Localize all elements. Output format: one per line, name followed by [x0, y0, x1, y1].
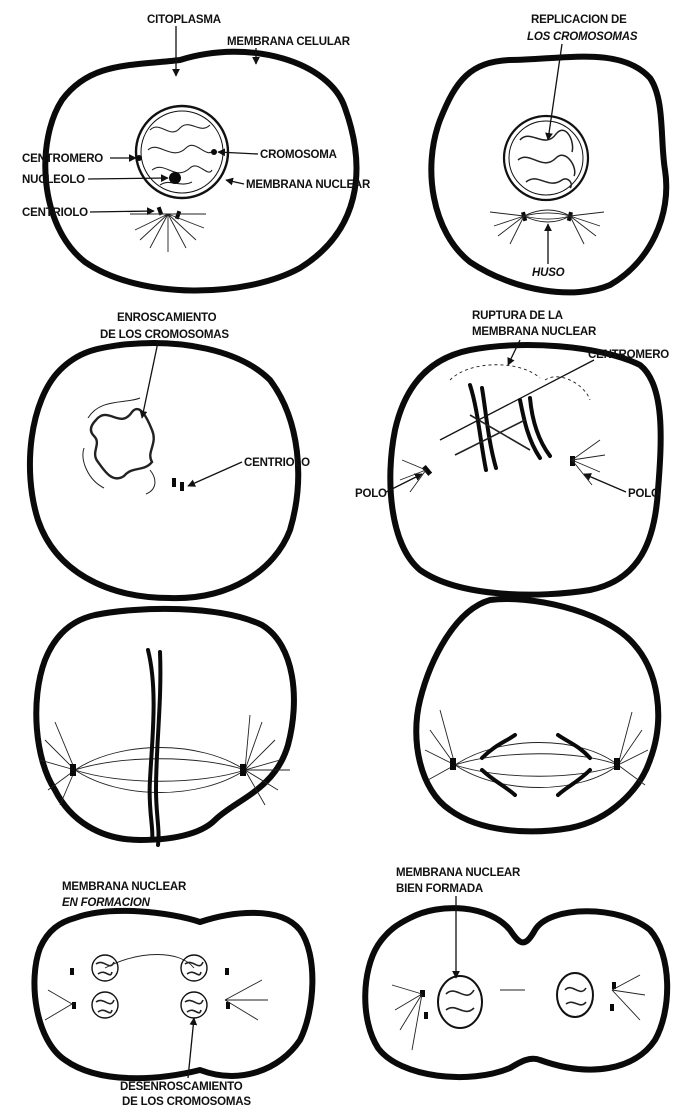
label-centromero: CENTROMERO — [22, 153, 103, 165]
panel-telophase-forming: MEMBRANA NUCLEAR EN FORMACION DESENROSCA… — [34, 881, 312, 1108]
label-citoplasma: CITOPLASMA — [147, 14, 221, 26]
cell-membrane — [431, 57, 666, 293]
label-replicacion-1: REPLICACION DE — [531, 14, 627, 26]
label-ruptura-1: RUPTURA DE LA — [472, 310, 563, 322]
label-desenroscamiento-2: DE LOS CROMOSOMAS — [122, 1096, 251, 1108]
cell-membrane — [390, 345, 660, 595]
centromere-dot — [136, 155, 142, 161]
label-huso: HUSO — [532, 267, 565, 279]
label-polo-right: POLO — [628, 488, 660, 500]
label-mem-formada-2: BIEN FORMADA — [396, 883, 483, 895]
cell-membrane — [36, 609, 294, 840]
label-membrana-celular: MEMBRANA CELULAR — [227, 36, 351, 48]
cell-membrane — [30, 343, 298, 598]
label-centriolo-2: CENTRIOLO — [244, 457, 310, 469]
label-ruptura-2: MEMBRANA NUCLEAR — [472, 326, 597, 338]
label-enroscamiento-2: DE LOS CROMOSOMAS — [100, 329, 229, 341]
label-replicacion-2: LOS CROMOSOMAS — [527, 31, 638, 43]
panel-telophase-formed: MEMBRANA NUCLEAR BIEN FORMADA — [365, 867, 667, 1077]
label-centriolo: CENTRIOLO — [22, 207, 88, 219]
label-enroscamiento-1: ENROSCAMIENTO — [117, 312, 217, 324]
panel-prophase: ENROSCAMIENTO DE LOS CROMOSOMAS CENTRIOL… — [30, 312, 310, 598]
label-centromero-2: CENTROMERO — [588, 349, 669, 361]
cell-membrane — [45, 52, 356, 291]
label-cromosoma: CROMOSOMA — [260, 149, 337, 161]
panel-replication: REPLICACION DE LOS CROMOSOMAS HUSO — [431, 14, 666, 292]
label-mem-formada-1: MEMBRANA NUCLEAR — [396, 867, 521, 879]
label-desenroscamiento-1: DESENROSCAMIENTO — [120, 1081, 243, 1093]
panel-prometaphase: RUPTURA DE LA MEMBRANA NUCLEAR CENTROMER… — [355, 310, 669, 595]
cell-membrane — [365, 908, 667, 1077]
panel-anaphase — [416, 599, 658, 831]
label-mem-formacion-1: MEMBRANA NUCLEAR — [62, 881, 187, 893]
label-polo-left: POLO — [355, 488, 387, 500]
panel-metaphase — [36, 609, 294, 845]
cell-membrane — [416, 599, 658, 831]
label-nucleolo: NUCLEOLO — [22, 174, 85, 186]
label-mem-formacion-2: EN FORMACION — [62, 897, 151, 909]
panel-interphase: CITOPLASMA MEMBRANA CELULAR CENTROMERO C… — [22, 14, 371, 291]
label-membrana-nuclear: MEMBRANA NUCLEAR — [246, 179, 371, 191]
nucleolus — [169, 172, 181, 184]
cell-membrane — [34, 911, 312, 1078]
